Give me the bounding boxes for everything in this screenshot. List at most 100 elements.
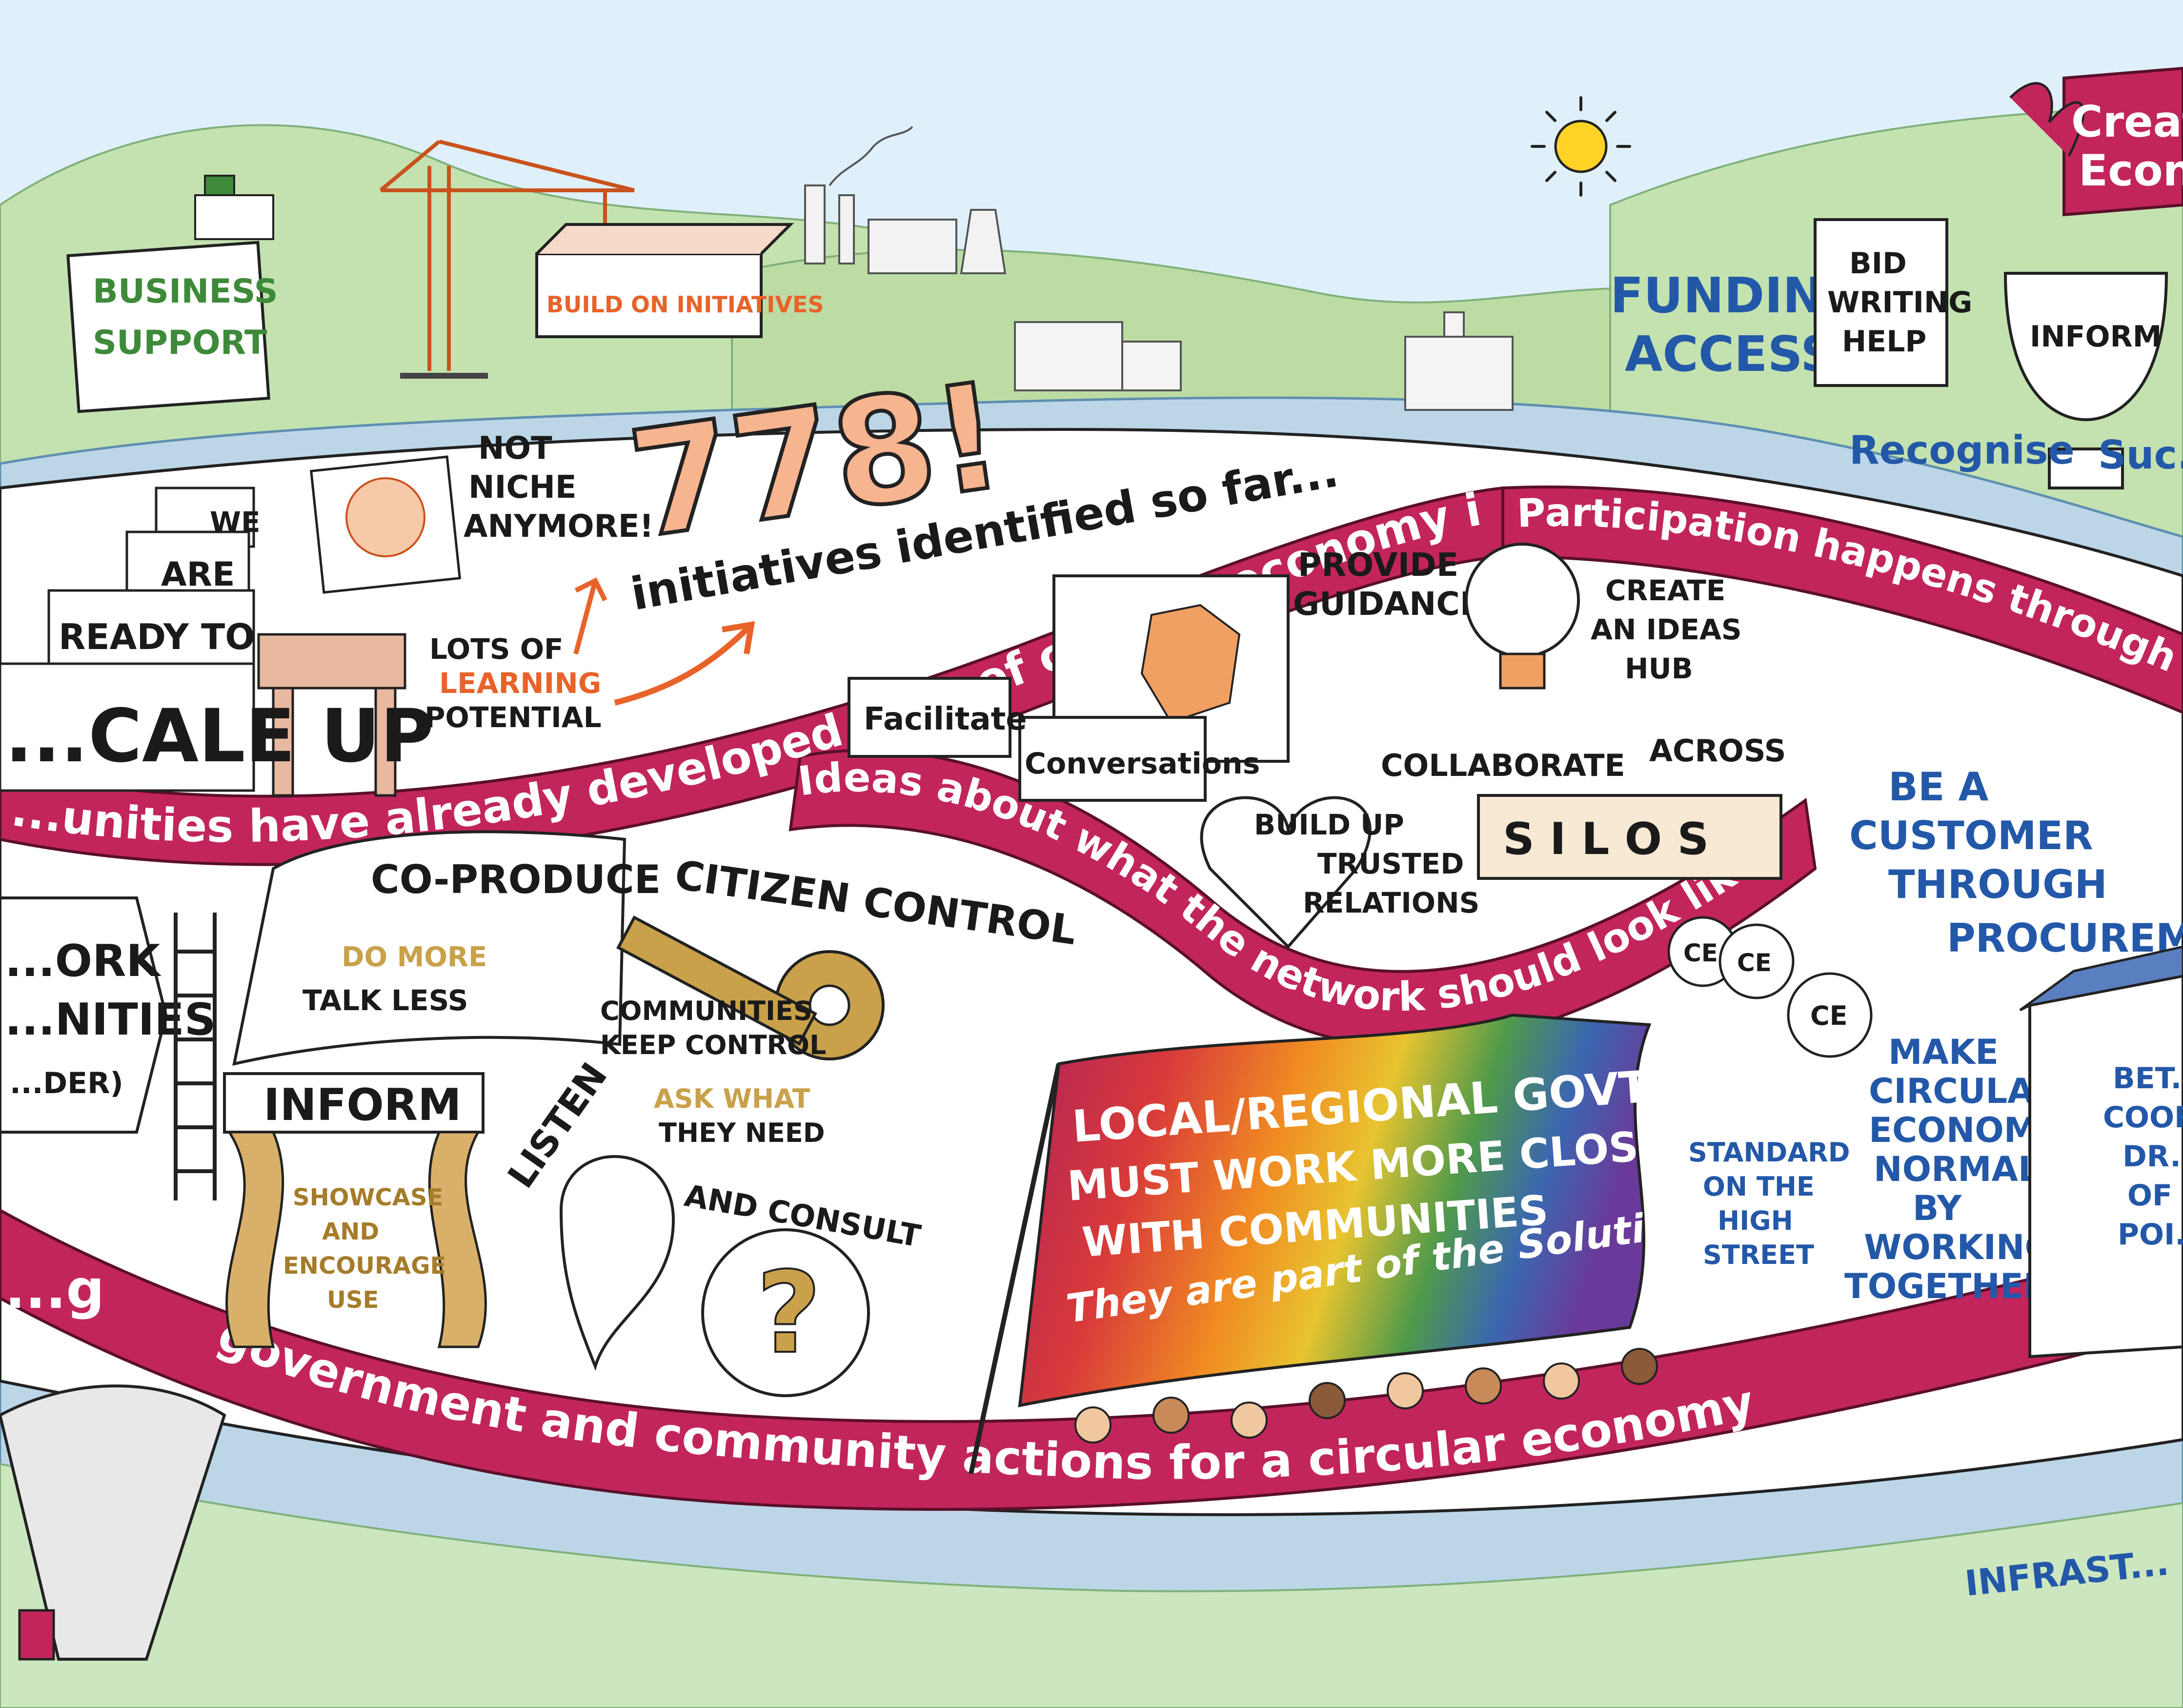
be-a-line4: PROCUREMENT xyxy=(1947,915,2183,961)
stone-bridge-icon xyxy=(0,1384,226,1661)
are-label: ARE xyxy=(161,555,235,594)
potential-label: POTENTIAL xyxy=(424,701,602,734)
ribbon-right xyxy=(1501,485,2183,714)
be-a-line2: CUSTOMER xyxy=(1849,813,2093,858)
region-map-icon xyxy=(345,477,425,557)
curtain-left-icon xyxy=(225,1131,284,1348)
across-label: ACROSS xyxy=(1649,733,1786,769)
showcase-line3: ENCOURAGE xyxy=(283,1252,446,1280)
funding-access-line2: ACCESS xyxy=(1625,325,1836,383)
talk-less-label: TALK LESS xyxy=(303,984,468,1017)
post-box-icon xyxy=(18,1609,55,1661)
be-a-line3: THROUGH xyxy=(1888,862,2107,907)
build-on-initiatives-box: BUILD ON INITIATIVES xyxy=(535,223,824,338)
light-bulb-icon xyxy=(1465,543,1580,658)
mill-buildings xyxy=(1014,311,1514,411)
bid-line3: HELP xyxy=(1842,325,1926,359)
inform-curtain-label: INFORM xyxy=(263,1079,462,1131)
facilitate-label: Facilitate xyxy=(864,701,1027,737)
crowd-of-people xyxy=(1074,1348,1658,1444)
co-produce-note: CO-PRODUCE DO MORE TALK LESS xyxy=(232,830,661,1066)
flower-icon xyxy=(2009,82,2085,157)
better-line3: DR... xyxy=(2122,1139,2183,1174)
not-niche-line1: NOT xyxy=(478,430,552,467)
heart-puzzle-icon xyxy=(1200,796,1372,949)
co-produce-label: CO-PRODUCE xyxy=(371,857,661,902)
bid-line1: BID xyxy=(1849,246,1907,281)
flag-pole xyxy=(969,1063,1061,1475)
ready-to-scale-up-steps: WE ARE READY TO ...CALE UP xyxy=(0,487,434,792)
be-a-line1: BE A xyxy=(1888,764,1988,810)
business-support-line1: BUSINESS xyxy=(93,272,278,311)
inform-trophy-icon: INFORM xyxy=(2003,272,2168,489)
provide-line1: PROVIDE xyxy=(1298,546,1458,584)
speech-bubble-icon xyxy=(701,1228,870,1397)
silos-label: S I L O S xyxy=(1503,813,1709,865)
make-line7: TOGETHER xyxy=(1844,1266,2050,1306)
listen-and-consult: LISTEN AND CONSULT ? xyxy=(500,1056,923,1397)
factory-icon xyxy=(804,126,1007,274)
standard-line1: STANDARD xyxy=(1688,1137,1850,1168)
cash-register-icon xyxy=(194,175,274,240)
ask-what-line2: THEY NEED xyxy=(659,1118,825,1148)
ce-bulb-icon xyxy=(1787,972,1873,1058)
inform-trophy-label: INFORM xyxy=(2030,320,2162,354)
inform-curtain: INFORM SHOWCASE AND ENCOURAGE USE xyxy=(223,1072,487,1348)
standard-line4: STREET xyxy=(1703,1240,1814,1270)
ideas-hub: CREATE AN IDEAS HUB xyxy=(1465,543,1742,690)
communities-flag: LOCAL/REGIONAL GOVT. MUST WORK MORE CLOS… xyxy=(969,1013,1719,1475)
we-label: WE xyxy=(210,506,261,539)
create-economy-banner: Creat... Econo... xyxy=(2009,66,2183,217)
collaborate-label: COLLABORATE xyxy=(1381,748,1625,783)
better-line1: BET... xyxy=(2113,1061,2183,1096)
building-roof-icon xyxy=(2019,945,2183,1012)
work-line3: ...DER) xyxy=(10,1066,123,1100)
ribbon-left-fragment: ...g xyxy=(5,1258,104,1321)
bid-line2: WRITING xyxy=(1827,285,1972,320)
business-support-sign: BUSINESS SUPPORT xyxy=(66,241,278,413)
create-ideas-line3: HUB xyxy=(1625,652,1693,685)
better-line5: POI... xyxy=(2118,1218,2183,1252)
ribbon-bottom xyxy=(0,1208,2183,1511)
standard-line2: ON THE xyxy=(1703,1171,1815,1202)
ce-label: CE xyxy=(1737,949,1772,977)
standard-line3: HIGH xyxy=(1718,1205,1793,1236)
ce-light-bulbs: CE CE CE xyxy=(1667,916,1873,1058)
make-circular-economy-normal: MAKE CIRCULAR ECONOMY NORMAL BY WORKING … xyxy=(1844,1032,2063,1306)
standard-on-high-street: STANDARD ON THE HIGH STREET xyxy=(1688,1137,1850,1270)
work-line2: ...NITIES xyxy=(5,994,216,1045)
make-line5: BY xyxy=(1913,1188,1962,1228)
ask-what-line1: ASK WHAT xyxy=(654,1083,810,1114)
build-up-line1: BUILD UP xyxy=(1254,808,1404,841)
work-line1: ...ORK xyxy=(5,935,162,987)
scale-up-label: ...CALE UP xyxy=(5,694,434,779)
create-ideas-line1: CREATE xyxy=(1605,574,1725,607)
make-line1: MAKE xyxy=(1888,1032,1999,1072)
ribbon-middle xyxy=(788,749,1817,1048)
crane-icon xyxy=(379,140,635,379)
build-up-line2: TRUSTED xyxy=(1317,847,1464,880)
key-icon xyxy=(616,915,885,1060)
communities-keep-line1: COMMUNITIES xyxy=(600,996,812,1026)
not-niche-note: NOT NICHE ANYMORE! xyxy=(309,430,654,594)
meadow-bottom xyxy=(0,1463,2183,1708)
sun-icon xyxy=(1531,96,1631,197)
lots-of-learning: LOTS OF LEARNING POTENTIAL xyxy=(424,577,755,734)
not-niche-line2: NICHE xyxy=(468,469,577,506)
create-economy-line1: Creat... xyxy=(2071,97,2183,147)
recognise-label: Recognise xyxy=(1849,427,2075,473)
ready-to-label: READY TO xyxy=(59,616,255,657)
better-line4: OF xyxy=(2127,1179,2172,1213)
arrow-right-icon xyxy=(614,621,755,706)
learning-label: LEARNING xyxy=(439,667,601,700)
create-ideas-line2: AN IDEAS xyxy=(1591,613,1742,646)
ce-label: CE xyxy=(1683,939,1718,967)
facilitate-conversations: Facilitate Conversations xyxy=(848,677,1260,802)
build-up-trusted-relations: BUILD UP TRUSTED RELATIONS xyxy=(1200,796,1479,949)
provide-line2: GUIDANCE xyxy=(1293,585,1482,623)
showcase-line1: SHOWCASE xyxy=(293,1184,443,1211)
ce-label: CE xyxy=(1810,1000,1848,1031)
ce-bulb-icon xyxy=(1718,923,1795,999)
work-with-communities-sign: ...ORK ...NITIES ...DER) xyxy=(0,896,216,1134)
